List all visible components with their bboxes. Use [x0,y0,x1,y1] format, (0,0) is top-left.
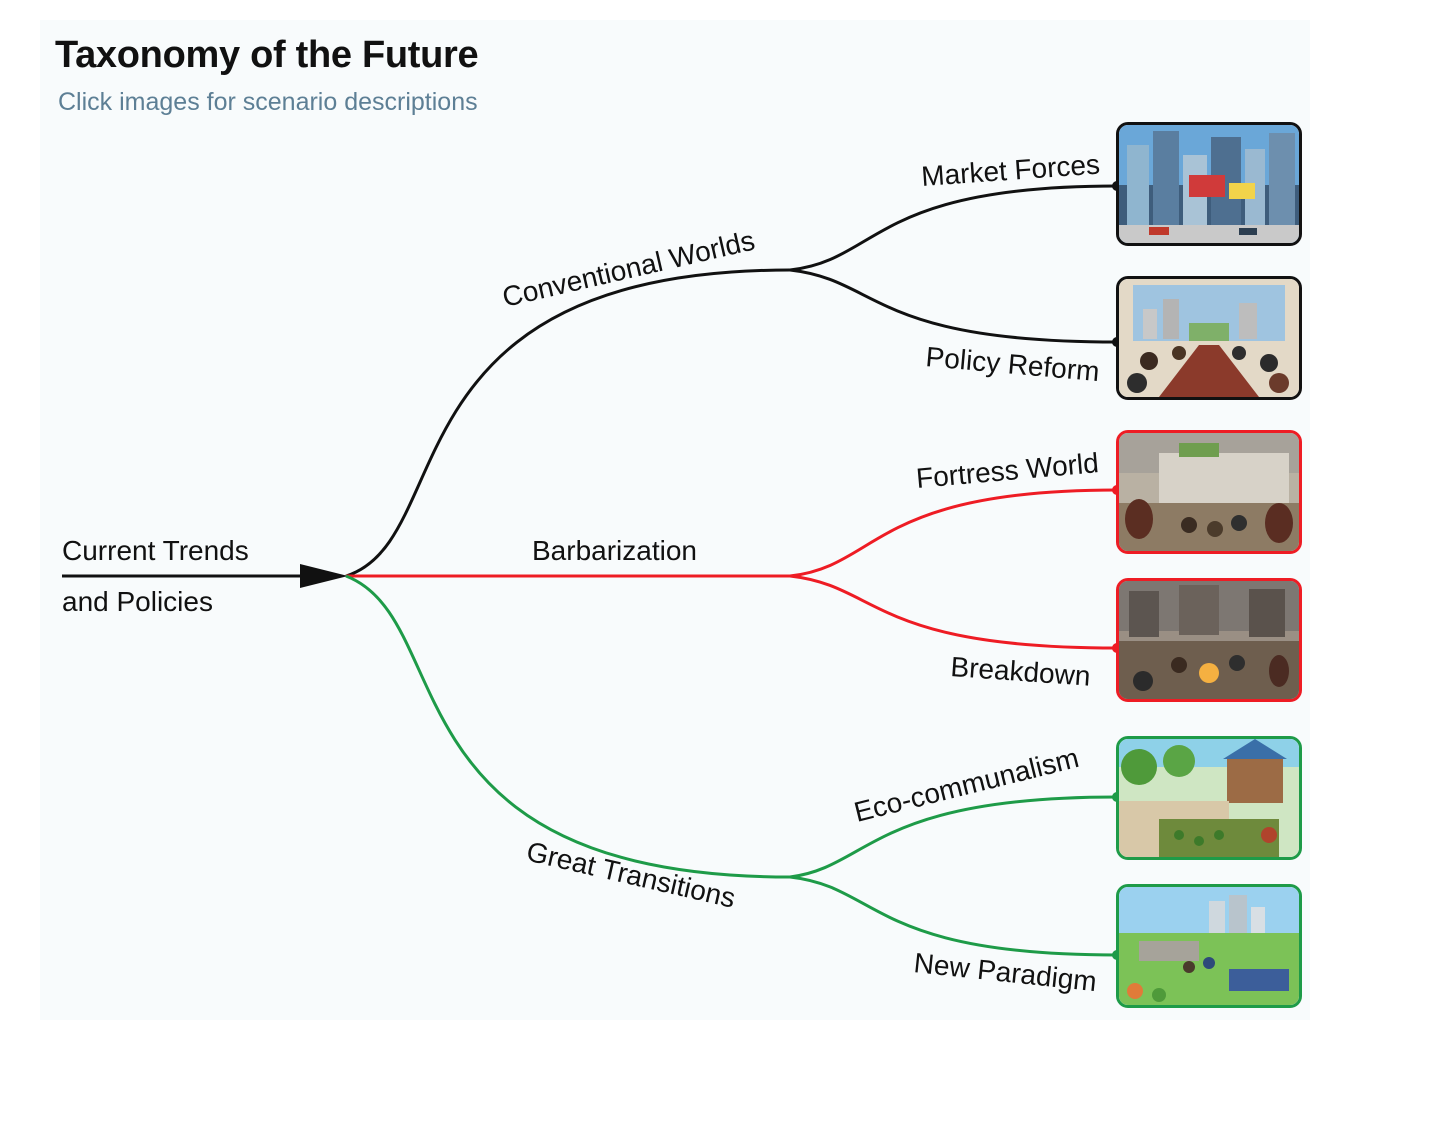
breakdown-branch [789,574,1118,650]
market-forces-image[interactable] [1116,122,1302,246]
root-label-line2: and Policies [62,586,213,617]
policy-reform-image[interactable] [1116,276,1302,400]
breakdown-label: Breakdown [950,651,1092,692]
root-label-line1: Current Trends [62,535,249,566]
conventional-worlds-branch [345,268,791,578]
breakdown-image[interactable] [1116,578,1302,702]
page-subtitle: Click images for scenario descriptions [58,88,478,116]
fortress-world-image[interactable] [1116,430,1302,554]
policy-reform-label: Policy Reform [924,341,1100,387]
page-title: Taxonomy of the Future [55,34,479,76]
new-paradigm-branch [789,875,1118,957]
fortress-world-branch [789,488,1118,578]
great-transitions-branch [345,574,791,879]
barbarization-label: Barbarization [532,535,697,566]
fortress-world-label: Fortress World [915,447,1100,494]
eco-communalism-label: Eco-communalism [851,742,1082,828]
policy-reform-branch [789,268,1118,344]
market-forces-branch [789,184,1118,272]
conventional-worlds-label: Conventional Worlds [499,225,757,313]
eco-communalism-branch [789,795,1118,879]
great-transitions-label: Great Transitions [524,836,739,914]
eco-communalism-image[interactable] [1116,736,1302,860]
new-paradigm-image[interactable] [1116,884,1302,1008]
root-arrowhead [300,564,348,588]
